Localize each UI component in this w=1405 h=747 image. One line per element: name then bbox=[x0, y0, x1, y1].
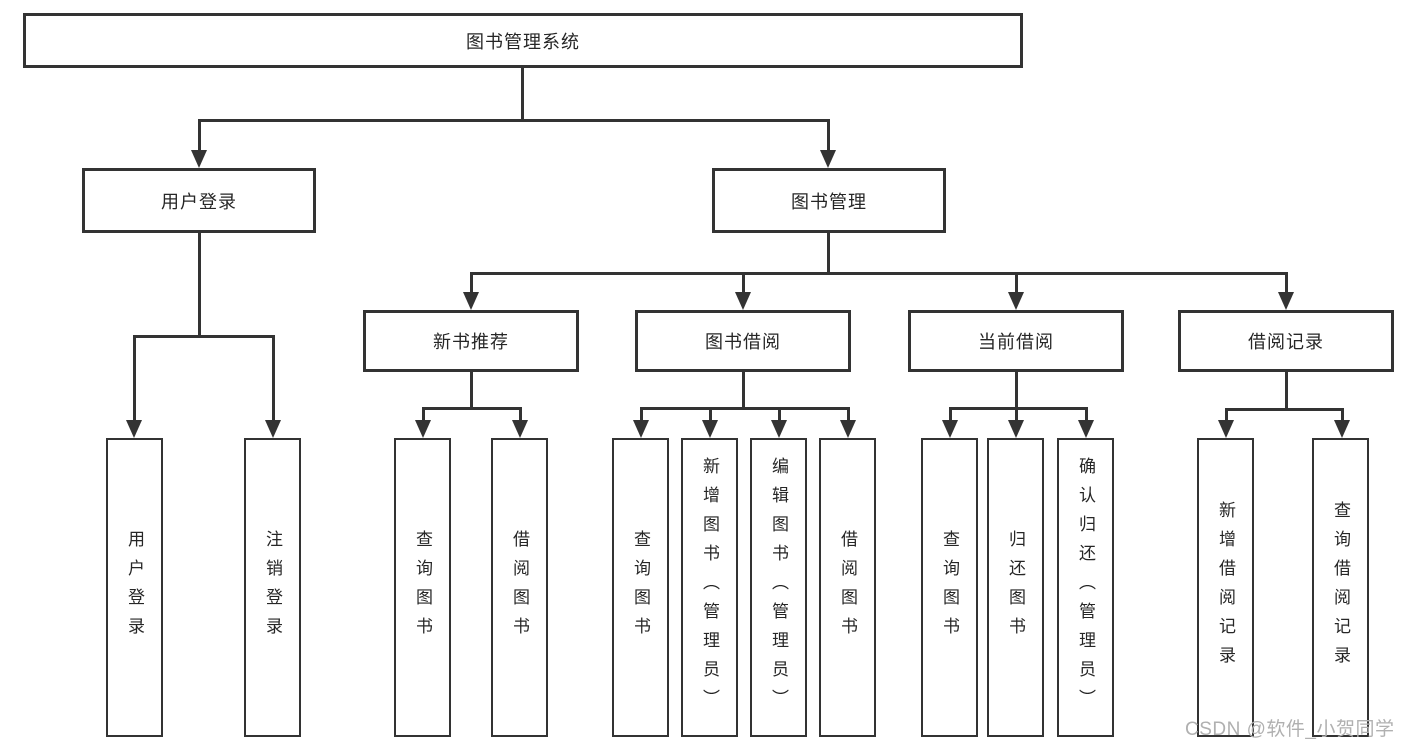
leaf-logout-login: 注销登录 bbox=[244, 438, 301, 737]
arrow-down-icon bbox=[702, 420, 718, 438]
connector-line bbox=[1015, 372, 1018, 407]
node-book-management: 图书管理 bbox=[712, 168, 946, 233]
connector-line bbox=[709, 407, 712, 420]
node-book-borrowing-label: 图书借阅 bbox=[705, 332, 781, 352]
connector-line bbox=[949, 407, 1087, 410]
leaf-add-books-admin-label: 新增图书（管理员） bbox=[700, 457, 719, 718]
arrow-down-icon bbox=[771, 420, 787, 438]
leaf-edit-books-admin-label: 编辑图书（管理员） bbox=[769, 457, 788, 718]
connector-line bbox=[521, 68, 524, 119]
connector-line bbox=[1015, 407, 1018, 420]
connector-line bbox=[1225, 408, 1228, 420]
arrow-down-icon bbox=[942, 420, 958, 438]
node-book-management-label: 图书管理 bbox=[791, 191, 867, 212]
connector-line bbox=[272, 335, 275, 420]
node-user-login-label: 用户登录 bbox=[161, 191, 237, 212]
connector-line bbox=[742, 372, 745, 407]
arrow-down-icon bbox=[415, 420, 431, 438]
connector-line bbox=[470, 272, 1287, 275]
connector-line bbox=[1225, 408, 1343, 411]
connector-line bbox=[1015, 272, 1018, 292]
connector-line bbox=[133, 335, 136, 420]
arrow-down-icon bbox=[191, 150, 207, 168]
arrow-down-icon bbox=[633, 420, 649, 438]
connector-line bbox=[470, 372, 473, 407]
leaf-query-borrow-record-label: 查询借阅记录 bbox=[1331, 500, 1350, 675]
connector-line bbox=[847, 407, 850, 420]
leaf-user-login: 用户登录 bbox=[106, 438, 163, 737]
arrow-down-icon bbox=[1218, 420, 1234, 438]
connector-line bbox=[519, 407, 522, 420]
connector-line bbox=[198, 233, 201, 335]
connector-line bbox=[422, 407, 521, 410]
leaf-query-borrow-record: 查询借阅记录 bbox=[1312, 438, 1369, 737]
leaf-borrow-books-borrowing-label: 借阅图书 bbox=[838, 529, 857, 646]
connector-line bbox=[640, 407, 643, 420]
leaf-query-books-recommend: 查询图书 bbox=[394, 438, 451, 737]
node-book-borrowing: 图书借阅 bbox=[635, 310, 851, 372]
node-borrowing-records: 借阅记录 bbox=[1178, 310, 1394, 372]
leaf-borrow-books-recommend-label: 借阅图书 bbox=[510, 529, 529, 646]
arrow-down-icon bbox=[265, 420, 281, 438]
leaf-query-books-borrowing-label: 查询图书 bbox=[631, 529, 650, 646]
node-current-borrowing-label: 当前借阅 bbox=[978, 332, 1054, 352]
watermark: CSDN @软件_小贺同学 bbox=[1185, 719, 1395, 740]
connector-line bbox=[742, 272, 745, 292]
arrow-down-icon bbox=[820, 150, 836, 168]
connector-line bbox=[1341, 408, 1344, 420]
connector-line bbox=[422, 407, 425, 420]
connector-line bbox=[1285, 372, 1288, 408]
arrow-down-icon bbox=[735, 292, 751, 310]
leaf-edit-books-admin: 编辑图书（管理员） bbox=[750, 438, 807, 737]
connector-line bbox=[198, 119, 201, 152]
node-user-login: 用户登录 bbox=[82, 168, 316, 233]
connector-line bbox=[470, 272, 473, 292]
leaf-add-borrow-record: 新增借阅记录 bbox=[1197, 438, 1254, 737]
arrow-down-icon bbox=[1078, 420, 1094, 438]
leaf-add-borrow-record-label: 新增借阅记录 bbox=[1216, 500, 1235, 675]
leaf-query-books-current-label: 查询图书 bbox=[940, 529, 959, 646]
node-current-borrowing: 当前借阅 bbox=[908, 310, 1124, 372]
node-new-book-recommendation-label: 新书推荐 bbox=[433, 332, 509, 352]
arrow-down-icon bbox=[840, 420, 856, 438]
leaf-query-books-borrowing: 查询图书 bbox=[612, 438, 669, 737]
leaf-add-books-admin: 新增图书（管理员） bbox=[681, 438, 738, 737]
node-new-book-recommendation: 新书推荐 bbox=[363, 310, 579, 372]
leaf-return-books: 归还图书 bbox=[987, 438, 1044, 737]
leaf-borrow-books-borrowing: 借阅图书 bbox=[819, 438, 876, 737]
connector-line bbox=[640, 407, 849, 410]
arrow-down-icon bbox=[126, 420, 142, 438]
node-root-label: 图书管理系统 bbox=[466, 31, 580, 52]
connector-line bbox=[1285, 272, 1288, 292]
connector-line bbox=[949, 407, 952, 420]
leaf-return-books-label: 归还图书 bbox=[1006, 529, 1025, 646]
leaf-logout-login-label: 注销登录 bbox=[263, 529, 282, 646]
connector-line bbox=[1085, 407, 1088, 420]
node-borrowing-records-label: 借阅记录 bbox=[1248, 332, 1324, 352]
leaf-confirm-return-admin: 确认归还（管理员） bbox=[1057, 438, 1114, 737]
arrow-down-icon bbox=[1008, 292, 1024, 310]
node-root: 图书管理系统 bbox=[23, 13, 1023, 68]
connector-line bbox=[827, 119, 830, 152]
arrow-down-icon bbox=[463, 292, 479, 310]
connector-line bbox=[133, 335, 274, 338]
arrow-down-icon bbox=[1008, 420, 1024, 438]
leaf-borrow-books-recommend: 借阅图书 bbox=[491, 438, 548, 737]
arrow-down-icon bbox=[1278, 292, 1294, 310]
leaf-user-login-label: 用户登录 bbox=[125, 529, 144, 646]
leaf-query-books-current: 查询图书 bbox=[921, 438, 978, 737]
arrow-down-icon bbox=[512, 420, 528, 438]
arrow-down-icon bbox=[1334, 420, 1350, 438]
leaf-confirm-return-admin-label: 确认归还（管理员） bbox=[1076, 457, 1095, 718]
connector-line bbox=[827, 233, 830, 272]
connector-line bbox=[778, 407, 781, 420]
connector-line bbox=[198, 119, 829, 122]
leaf-query-books-recommend-label: 查询图书 bbox=[413, 529, 432, 646]
